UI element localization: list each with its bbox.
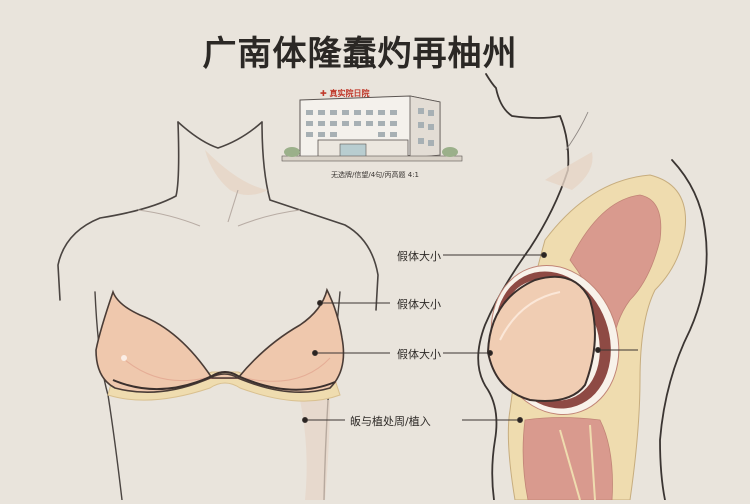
hospital-building [281, 95, 463, 162]
hospital-sign: ✚ 真实院日院 [320, 89, 370, 98]
leader-lines [302, 252, 638, 423]
front-breasts [95, 287, 345, 402]
tissue-layers [486, 174, 687, 501]
label-bottom: 皈与植处周/植入 [350, 415, 431, 428]
neck-shadow [205, 150, 268, 195]
label-middle: 假体大小 [397, 348, 441, 361]
hospital-caption: 无选牌/信望/4句/丙高题 4:1 [330, 171, 420, 179]
side-profile [477, 73, 708, 501]
page-title: 广南体隆蠢灼再柚州 [202, 34, 518, 74]
label-side-upper: 假体大小 [397, 250, 441, 263]
label-front-upper: 假体大小 [397, 298, 441, 311]
